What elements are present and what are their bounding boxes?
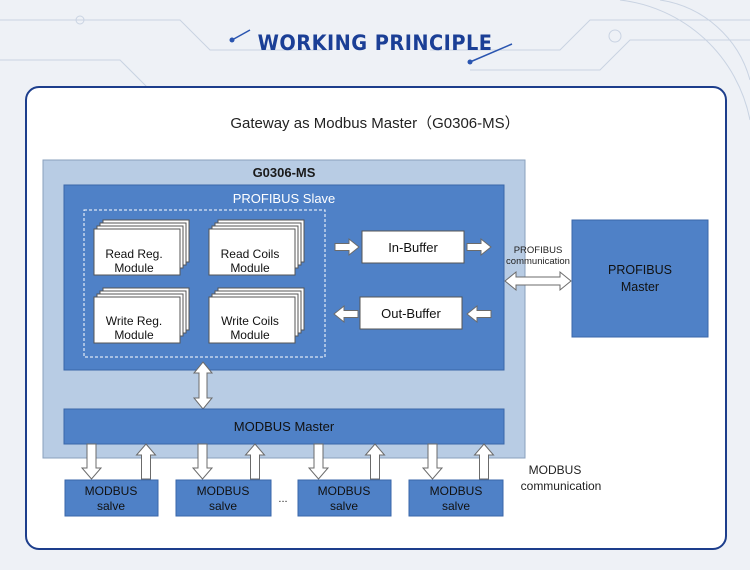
read-coils-module: Read Coils Module — [208, 219, 305, 276]
in-buffer-label: In-Buffer — [388, 240, 438, 255]
modbus-slave-3: MODBUS salve — [297, 479, 392, 517]
profibus-master-box — [571, 219, 709, 338]
profibus-master-line1: PROFIBUS — [608, 263, 672, 277]
slave-4-line1: MODBUS — [430, 484, 483, 498]
profibus-master-line2: Master — [621, 280, 659, 294]
write-reg-module: Write Reg. Module — [93, 287, 190, 344]
slaves-ellipsis: ... — [278, 493, 287, 505]
read-coils-line2: Module — [230, 261, 270, 275]
out-buffer-box — [359, 296, 463, 330]
modbus-master-box — [63, 408, 505, 445]
slave-3-line2: salve — [330, 499, 358, 513]
read-reg-line2: Module — [114, 261, 154, 275]
modbus-slave-4: MODBUS salve — [408, 479, 504, 517]
arrow-from-out-buffer — [333, 304, 359, 324]
profibus-comm-line2: communication — [506, 256, 570, 267]
in-buffer-box — [361, 230, 465, 264]
arrow-to-out-buffer — [466, 304, 492, 324]
slave-1-line1: MODBUS — [85, 484, 138, 498]
read-reg-module: Read Reg. Module — [93, 219, 190, 276]
write-coils-line1: Write Coils — [221, 314, 279, 328]
modbus-comm-line2: communication — [521, 479, 602, 493]
modbus-master-label: MODBUS Master — [234, 419, 335, 434]
device-name-label: G0306-MS — [253, 165, 316, 180]
page-title: WORKING PRINCIPLE — [257, 31, 493, 55]
module-group — [83, 209, 326, 358]
modbus-slave-1: MODBUS salve — [64, 479, 159, 517]
modbus-slave-2: MODBUS salve — [175, 479, 272, 517]
profibus-comm-arrow — [504, 270, 572, 292]
slave-2-line1: MODBUS — [197, 484, 250, 498]
slave-arrows — [80, 443, 495, 480]
out-buffer-label: Out-Buffer — [381, 306, 441, 321]
diagram-caption: Gateway as Modbus Master（G0306-MS） — [230, 115, 519, 132]
profibus-comm-line1: PROFIBUS — [514, 245, 563, 256]
read-reg-line1: Read Reg. — [105, 247, 162, 261]
modbus-comm-line1: MODBUS — [529, 463, 582, 477]
profibus-slave-label: PROFIBUS Slave — [233, 191, 336, 206]
write-reg-line2: Module — [114, 328, 154, 342]
slave-4-line2: salve — [442, 499, 470, 513]
write-coils-line2: Module — [230, 328, 270, 342]
write-coils-module: Write Coils Module — [208, 287, 305, 344]
read-coils-line1: Read Coils — [221, 247, 280, 261]
write-reg-line1: Write Reg. — [106, 314, 162, 328]
slave-2-line2: salve — [209, 499, 237, 513]
slave-1-line2: salve — [97, 499, 125, 513]
slave-3-line1: MODBUS — [318, 484, 371, 498]
